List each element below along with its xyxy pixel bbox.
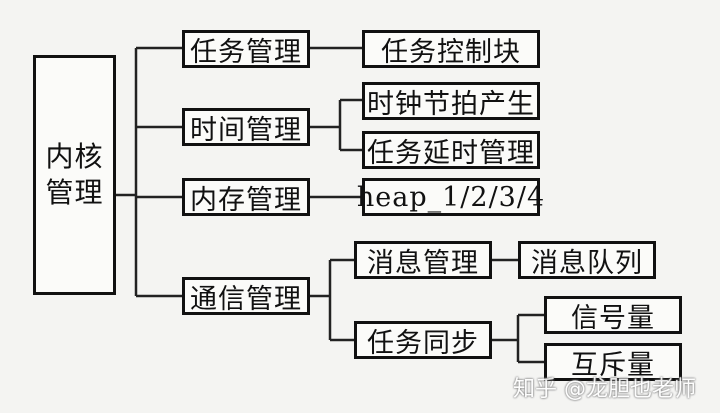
time-management-node: 时间管理 [182, 108, 310, 146]
root-label-line2: 管理 [45, 176, 104, 209]
communication-management-node: 通信管理 [182, 277, 310, 315]
message-management-node: 消息管理 [354, 241, 492, 279]
task-delay-node: 任务延时管理 [362, 131, 540, 169]
task-control-block-node: 任务控制块 [362, 30, 540, 68]
memory-management-node: 内存管理 [182, 178, 310, 216]
root-label-line1: 内核 [45, 140, 104, 173]
heap-node: heap_1/2/3/4 [357, 178, 544, 216]
kernel-management-node: 内核 管理 [33, 55, 116, 295]
task-management-node: 任务管理 [182, 30, 310, 68]
clock-tick-node: 时钟节拍产生 [362, 82, 540, 120]
task-sync-node: 任务同步 [354, 321, 492, 359]
watermark: 知乎 @龙胆也老师 [513, 377, 696, 402]
semaphore-node: 信号量 [544, 296, 682, 334]
message-queue-node: 消息队列 [518, 241, 656, 279]
mutex-node: 互斥量 [544, 343, 682, 381]
